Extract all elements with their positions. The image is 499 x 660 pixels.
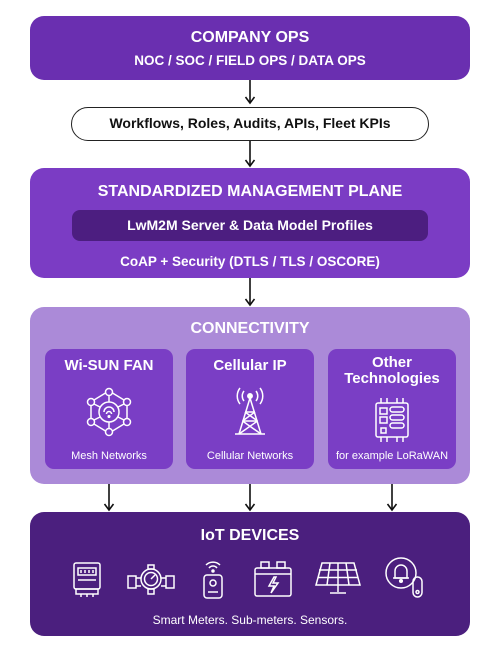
arrow-connectivity-to-iot-left bbox=[103, 484, 115, 512]
mesh-network-icon bbox=[86, 387, 132, 437]
wisun-footer: Mesh Networks bbox=[71, 450, 147, 462]
arrow-workflows-to-management bbox=[244, 141, 256, 168]
connectivity-box: CONNECTIVITY Wi-SUN FAN Mesh Networks Ce… bbox=[30, 307, 470, 484]
flow-meter-icon bbox=[127, 564, 175, 595]
alarm-device-icon bbox=[385, 557, 423, 598]
battery-icon bbox=[254, 561, 292, 597]
cellular-title: Cellular IP bbox=[213, 357, 287, 374]
company-ops-subtitle: NOC / SOC / FIELD OPS / DATA OPS bbox=[134, 53, 366, 68]
other-tech-footer: for example LoRaWAN bbox=[335, 450, 449, 462]
iot-devices-footer: Smart Meters. Sub-meters. Sensors. bbox=[152, 613, 348, 627]
other-tech-card: Other Technologies for example LoRaWAN bbox=[328, 349, 456, 469]
smart-meter-icon bbox=[73, 562, 101, 597]
arrow-connectivity-to-iot-right bbox=[386, 484, 398, 512]
arrow-ops-to-workflows bbox=[244, 80, 256, 105]
management-plane-title: STANDARDIZED MANAGEMENT PLANE bbox=[97, 183, 403, 200]
connectivity-title: CONNECTIVITY bbox=[190, 320, 310, 337]
other-tech-title: Other Technologies bbox=[328, 355, 456, 387]
arrow-management-to-connectivity bbox=[244, 278, 256, 307]
cellular-footer: Cellular Networks bbox=[206, 450, 294, 462]
company-ops-title: COMPANY OPS bbox=[190, 29, 310, 46]
wisun-title: Wi-SUN FAN bbox=[64, 357, 154, 374]
solar-panel-icon bbox=[315, 562, 361, 594]
lwm2m-server-bar: LwM2M Server & Data Model Profiles bbox=[72, 210, 428, 241]
wisun-card: Wi-SUN FAN Mesh Networks bbox=[45, 349, 173, 469]
iot-devices-box: IoT DEVICES bbox=[30, 512, 470, 636]
workflows-pill: Workflows, Roles, Audits, APIs, Fleet KP… bbox=[71, 107, 429, 141]
sensor-icon bbox=[203, 561, 223, 599]
iot-devices-title: IoT DEVICES bbox=[200, 527, 300, 544]
management-plane-box: STANDARDIZED MANAGEMENT PLANE LwM2M Serv… bbox=[30, 168, 470, 278]
cellular-card: Cellular IP Cellular Networks bbox=[186, 349, 314, 469]
other-tech-title-line2: Technologies bbox=[344, 370, 440, 387]
other-tech-title-line1: Other bbox=[371, 354, 412, 371]
radio-module-icon bbox=[375, 398, 409, 442]
company-ops-box: COMPANY OPS NOC / SOC / FIELD OPS / DATA… bbox=[30, 16, 470, 80]
protocols-text: CoAP + Security (DTLS / TLS / OSCORE) bbox=[120, 254, 380, 269]
cell-tower-icon bbox=[235, 387, 265, 435]
arrow-connectivity-to-iot-center bbox=[244, 484, 256, 512]
